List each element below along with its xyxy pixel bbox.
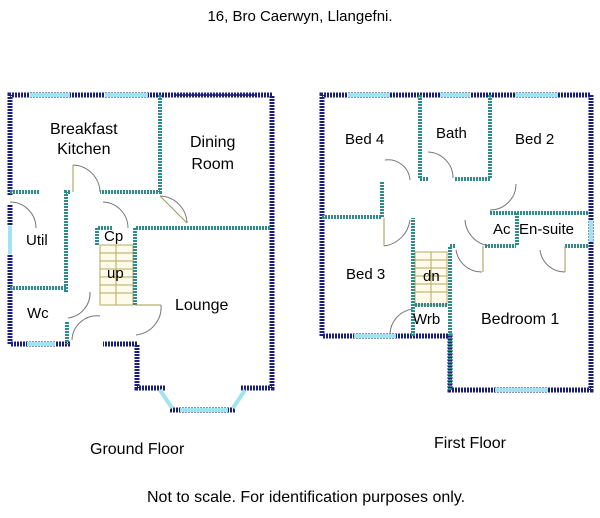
- room-label-en-suite: En-suite: [519, 221, 575, 238]
- room-label-bedroom-1: Bedroom 1: [481, 311, 560, 328]
- room-label-dining-room-line-1: Dining: [190, 134, 236, 151]
- room-label-wc: Wc: [27, 305, 49, 322]
- plan-title: 16, Bro Caerwyn, Llangefni.: [207, 8, 393, 25]
- disclaimer: Not to scale. For identification purpose…: [147, 489, 466, 506]
- room-label-bed-3: Bed 3: [346, 266, 386, 283]
- room-label-bath: Bath: [436, 125, 467, 142]
- room-label-dining-room-line-2: Room: [191, 156, 235, 173]
- room-label-wrb: Wrb: [413, 311, 441, 328]
- room-label-cp: Cp: [104, 228, 124, 245]
- room-label-breakfast-kitchen-line-1: Breakfast: [50, 121, 118, 138]
- room-label-up: up: [107, 265, 124, 282]
- room-label-dn: dn: [423, 268, 440, 285]
- first-floor-caption: First Floor: [434, 435, 506, 452]
- room-label-lounge: Lounge: [175, 297, 229, 314]
- room-label-bed-2: Bed 2: [515, 131, 555, 148]
- ground-floor-plan: [7, 92, 275, 413]
- ground-floor-caption: Ground Floor: [90, 441, 185, 458]
- first-floor-plan: [319, 92, 594, 393]
- room-label-bed-4: Bed 4: [345, 131, 385, 148]
- room-label-util: Util: [26, 232, 48, 249]
- room-label-ac: Ac: [493, 221, 511, 238]
- room-label-breakfast-kitchen-line-2: Kitchen: [57, 141, 111, 158]
